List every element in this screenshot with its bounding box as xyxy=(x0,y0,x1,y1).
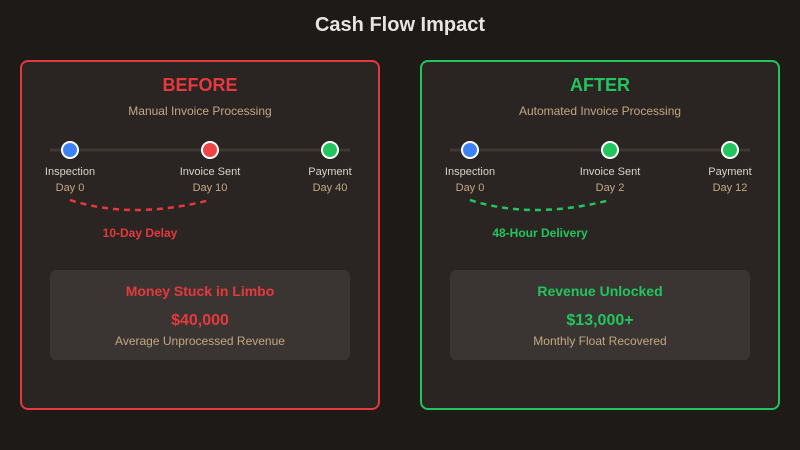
after-panel: AFTER Automated Invoice Processing Inspe… xyxy=(420,60,780,410)
stat-title: Money Stuck in Limbo xyxy=(125,283,275,299)
panel-subtitle: Automated Invoice Processing xyxy=(518,104,682,118)
payment-node-icon xyxy=(321,141,339,159)
invoice-node-icon xyxy=(201,141,219,159)
node-day: Day 10 xyxy=(192,182,228,194)
node-label: Payment xyxy=(308,166,352,178)
stat-value: $13,000+ xyxy=(566,312,634,329)
invoice-node-icon xyxy=(601,141,619,159)
timeline xyxy=(50,141,350,212)
node-label: Inspection xyxy=(44,166,96,178)
node-label: Payment xyxy=(708,166,752,178)
node-day: Day 12 xyxy=(712,182,748,194)
node-label: Inspection xyxy=(444,166,496,178)
before-panel: BEFORE Manual Invoice Processing Inspect… xyxy=(20,60,380,410)
delay-label: 10-Day Delay xyxy=(102,226,178,240)
stat-value: $40,000 xyxy=(171,312,229,329)
payment-node-icon xyxy=(721,141,739,159)
inspection-node-icon xyxy=(461,141,479,159)
node-day: Day 0 xyxy=(55,182,85,194)
delay-arc xyxy=(69,198,211,212)
stat-description: Average Unprocessed Revenue xyxy=(115,334,285,348)
page-title: Cash Flow Impact xyxy=(314,14,486,36)
panel-subtitle: Manual Invoice Processing xyxy=(128,104,272,118)
stat-title: Revenue Unlocked xyxy=(537,283,663,299)
stat-box: Revenue Unlocked $13,000+ Monthly Float … xyxy=(450,270,750,360)
stat-box: Money Stuck in Limbo $40,000 Average Unp… xyxy=(50,270,350,360)
delivery-label: 48-Hour Delivery xyxy=(492,226,588,240)
node-day: Day 2 xyxy=(595,182,625,194)
timeline xyxy=(450,141,750,212)
node-day: Day 40 xyxy=(312,182,348,194)
node-label: Invoice Sent xyxy=(179,166,241,178)
node-day: Day 0 xyxy=(455,182,485,194)
delivery-arc xyxy=(469,198,611,212)
inspection-node-icon xyxy=(61,141,79,159)
panel-heading: BEFORE xyxy=(162,75,238,95)
stat-description: Monthly Float Recovered xyxy=(533,334,667,348)
panel-heading: AFTER xyxy=(570,75,630,95)
node-label: Invoice Sent xyxy=(579,166,641,178)
